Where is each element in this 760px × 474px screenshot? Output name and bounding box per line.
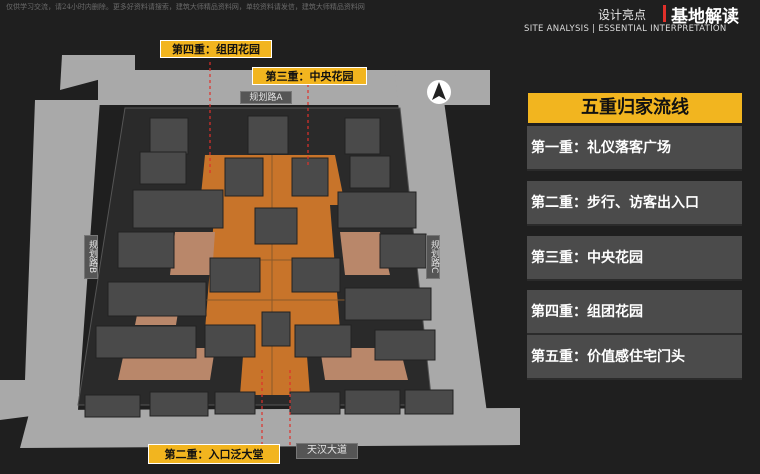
road-label-main: 天汉大道 bbox=[296, 443, 358, 459]
roads bbox=[0, 55, 520, 448]
stage-item-5: 第五重：价值感住宅门头 bbox=[527, 335, 742, 380]
stage-item-1: 第一重：礼仪落客广场 bbox=[527, 126, 742, 171]
road-label-a: 规划路A bbox=[240, 91, 292, 104]
stage-item-3: 第三重：中央花园 bbox=[527, 236, 742, 281]
header-accent-bar bbox=[663, 5, 666, 22]
site-plan bbox=[0, 55, 520, 448]
header-main-title: 基地解读 bbox=[671, 7, 739, 27]
tag-second-stage: 第二重：入口泛大堂 bbox=[148, 444, 280, 464]
watermark-text: 仅供学习交流，请24小时内删除。更多好资料请搜索，建筑大师精品资料网，单较资料请… bbox=[6, 3, 365, 11]
header-subtitle: SITE ANALYSIS | ESSENTIAL INTERPRETATION bbox=[524, 24, 727, 34]
tag-third-stage: 第三重：中央花园 bbox=[252, 67, 367, 85]
tag-fourth-stage: 第四重：组团花园 bbox=[160, 40, 272, 58]
axis-lines bbox=[209, 62, 309, 448]
stage-item-4: 第四重：组团花园 bbox=[527, 290, 742, 335]
north-arrow-icon bbox=[427, 80, 451, 104]
road-label-b: 规划路B bbox=[84, 235, 98, 279]
road-label-c: 规划路C bbox=[426, 235, 440, 279]
header-small-title: 设计亮点 bbox=[598, 8, 647, 22]
buildings bbox=[84, 115, 454, 418]
stage-item-2: 第二重：步行、访客出入口 bbox=[527, 181, 742, 226]
flow-panel-title: 五重归家流线 bbox=[528, 93, 742, 123]
